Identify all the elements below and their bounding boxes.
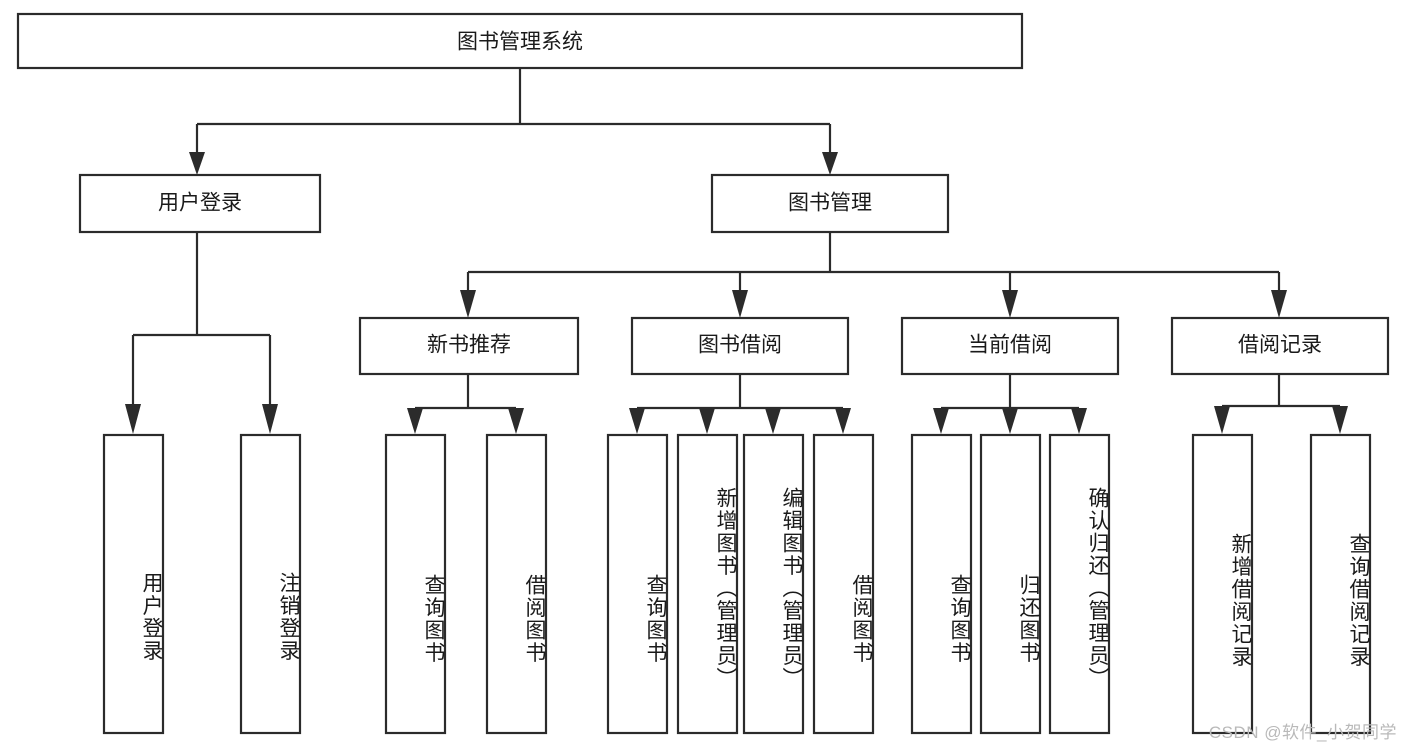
node-box-leaf-bb-edit[interactable] [742,433,805,735]
node-box-leaf-logout[interactable] [239,433,302,735]
arrow-to-borrow-record [1271,290,1287,318]
node-box-leaf-bb-borrow[interactable] [812,433,875,735]
node-box-new-book-recommend[interactable] [358,316,580,376]
arrow-bb-leaf-4 [835,408,851,434]
arrow-to-user-login [189,152,205,175]
arrow-nbr-leaf-1 [407,408,423,434]
node-label-borrow-record: 借阅记录 [1238,334,1322,357]
node-box-leaf-cb-confirm[interactable] [1048,433,1111,735]
edges-layer [125,68,1348,434]
node-box-leaf-bb-add[interactable] [676,433,739,735]
node-label-current-borrow: 当前借阅 [968,334,1052,357]
node-box-leaf-cb-query[interactable] [910,433,973,735]
node-label-book-manage: 图书管理 [788,192,872,215]
node-box-book-manage[interactable] [710,173,950,234]
node-label-root: 图书管理系统 [457,31,583,54]
arrow-to-book-borrow [732,290,748,318]
node-box-current-borrow[interactable] [900,316,1120,376]
arrow-cb-leaf-1 [933,408,949,434]
arrow-to-new-book-recommend [460,290,476,318]
arrow-cb-leaf-2 [1002,408,1018,434]
nodes-layer: 图书管理系统 用户登录 图书管理 新书推荐 图书借阅 当前借阅 借阅记录 [16,12,1390,735]
node-label-book-borrow: 图书借阅 [698,334,782,357]
arrow-to-current-borrow [1002,290,1018,318]
watermark-text: CSDN @软件_小贺同学 [1208,723,1397,742]
node-box-leaf-br-query[interactable] [1309,433,1372,735]
node-box-user-login[interactable] [78,173,322,234]
arrow-cb-leaf-3 [1071,408,1087,434]
node-box-borrow-record[interactable] [1170,316,1390,376]
node-box-leaf-br-add[interactable] [1191,433,1254,735]
arrow-nbr-leaf-2 [508,408,524,434]
node-box-book-borrow[interactable] [630,316,850,376]
arrow-bb-leaf-3 [765,408,781,434]
arrow-bb-leaf-1 [629,408,645,434]
node-box-leaf-user-login[interactable] [102,433,165,735]
node-box-leaf-cb-return[interactable] [979,433,1042,735]
arrow-br-leaf-2 [1332,406,1348,434]
node-label-user-login: 用户登录 [158,192,242,215]
arrow-br-leaf-1 [1214,406,1230,434]
node-box-leaf-nbr-query[interactable] [384,433,447,735]
node-box-leaf-nbr-borrow[interactable] [485,433,548,735]
arrow-to-leaf-logout [262,404,278,434]
arrow-to-book-manage [822,152,838,175]
arrow-bb-leaf-2 [699,408,715,434]
node-label-new-book-recommend: 新书推荐 [427,334,511,357]
node-box-leaf-bb-query[interactable] [606,433,669,735]
arrow-to-leaf-user-login [125,404,141,434]
node-box-root[interactable] [16,12,1024,70]
